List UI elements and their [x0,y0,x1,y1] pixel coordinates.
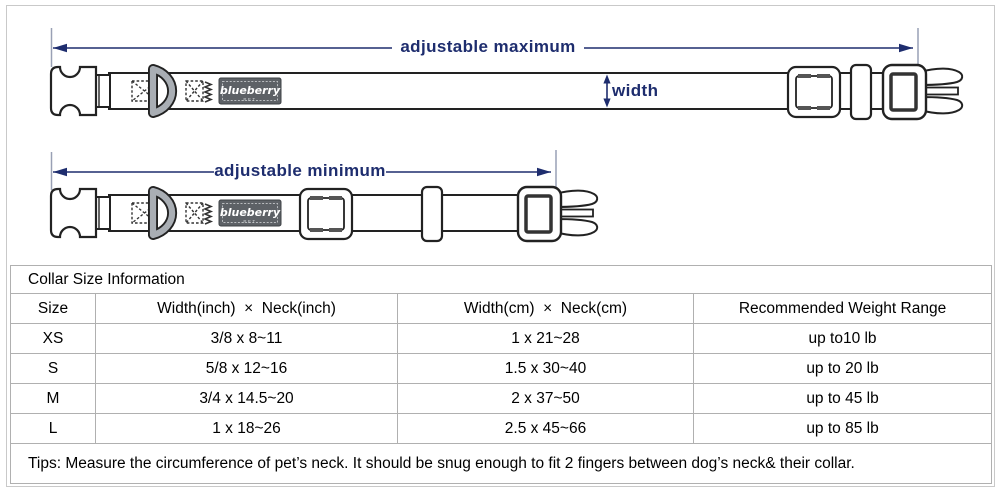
cell-weight: up to 85 lb [692,413,993,444]
width-label: width [612,81,659,100]
width-arrow [603,74,611,108]
cell-size: L [10,413,96,444]
cell-width-cm: 1 x 21~28 [397,323,694,354]
table-row: XS 3/8 x 8~11 1 x 21~28 up to10 lb [10,323,993,354]
col-header-width-cm: Width(cm) × Neck(cm) [397,293,694,324]
cell-size: XS [10,323,96,354]
adjustable-maximum-label: adjustable maximum [400,37,576,56]
arrowhead-left [53,167,67,177]
table-title-row: Collar Size Information [9,265,993,294]
arrowhead-right [537,167,551,177]
cell-size: S [10,353,96,384]
col-header-width-inch: Width(inch) × Neck(inch) [95,293,398,324]
cell-weight: up to 45 lb [692,383,993,414]
col-header-size: Size [10,293,96,324]
cell-width-cm: 1.5 x 30~40 [397,353,694,384]
cell-width-inch: 5/8 x 12~16 [95,353,398,384]
cell-width-cm: 2.5 x 45~66 [397,413,694,444]
table-row: S 5/8 x 12~16 1.5 x 30~40 up to 20 lb [10,353,993,384]
table-title: Collar Size Information [9,265,993,294]
col-header-weight: Recommended Weight Range [692,293,993,324]
cell-width-cm: 2 x 37~50 [397,383,694,414]
arrowhead-right [899,43,913,53]
table-row: L 1 x 18~26 2.5 x 45~66 up to 85 lb [10,413,993,444]
diagram-minimum [51,150,599,243]
cell-weight: up to 20 lb [692,353,993,384]
cell-width-inch: 1 x 18~26 [95,413,398,444]
collar-strap [108,72,890,110]
table-row: M 3/4 x 14.5~20 2 x 37~50 up to 45 lb [10,383,993,414]
collar-size-table: Collar Size Information Size Width(inch)… [9,265,993,484]
cell-width-inch: 3/8 x 8~11 [95,323,398,354]
table-tips-row: Tips: Measure the circumference of pet’s… [9,443,993,484]
arrowhead-left [53,43,67,53]
adjustable-minimum-label: adjustable minimum [214,161,386,180]
cell-width-inch: 3/4 x 14.5~20 [95,383,398,414]
tips-text: Tips: Measure the circumference of pet’s… [9,443,993,484]
diagram-maximum [51,28,964,121]
table-header-row: Size Width(inch) × Neck(inch) Width(cm) … [10,293,993,324]
cell-size: M [10,383,96,414]
cell-weight: up to10 lb [692,323,993,354]
